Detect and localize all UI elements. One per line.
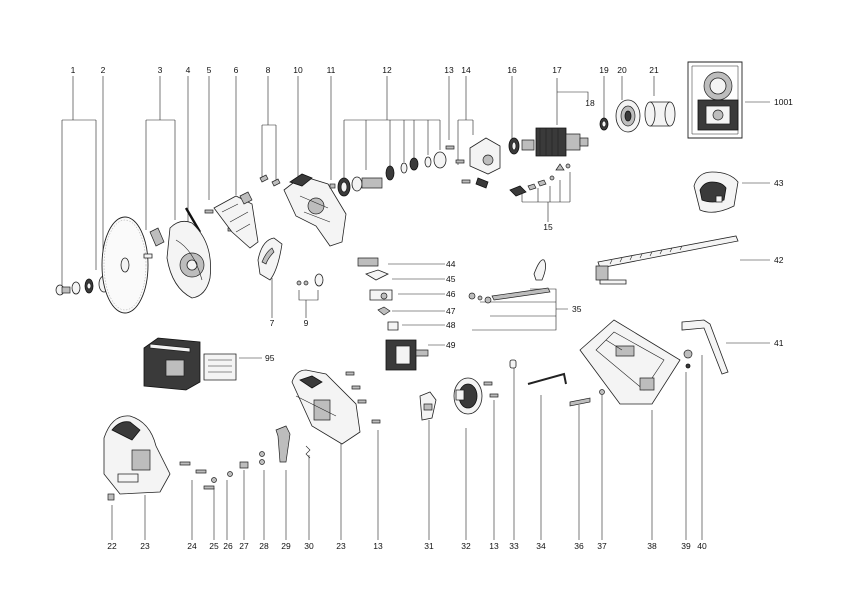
armature-17-part <box>521 127 589 157</box>
callout-49: 49 <box>446 340 456 350</box>
callout-6: 6 <box>234 65 239 75</box>
callout-31: 31 <box>424 541 434 551</box>
part-1001-box <box>687 61 743 139</box>
motor-cap-43-part <box>693 171 739 213</box>
saw-blade-part <box>101 216 149 314</box>
callout-38: 38 <box>647 541 657 551</box>
gear-housing-part <box>283 173 347 247</box>
callout-48: 48 <box>446 320 456 330</box>
brush-set-15-part <box>509 163 571 197</box>
callout-23-left: 23 <box>140 541 150 551</box>
bracket-14-part <box>469 137 501 175</box>
rail-41-part <box>681 319 729 375</box>
callout-45: 45 <box>446 274 456 284</box>
callout-26: 26 <box>223 541 233 551</box>
callout-43: 43 <box>774 178 784 188</box>
callout-40: 40 <box>697 541 707 551</box>
upper-guard-part <box>213 191 259 249</box>
callout-labels: 1 2 3 4 5 6 8 10 11 12 13 14 16 17 18 19… <box>71 65 794 551</box>
callout-32: 32 <box>461 541 471 551</box>
rod-35-part <box>468 259 551 304</box>
spring-30-part <box>305 445 311 459</box>
callout-4: 4 <box>186 65 191 75</box>
housing-32-part <box>453 377 483 415</box>
cover-7-part <box>257 237 283 281</box>
callout-46: 46 <box>446 289 456 299</box>
callout-41: 41 <box>774 338 784 348</box>
callout-14: 14 <box>461 65 471 75</box>
callout-35: 35 <box>572 304 582 314</box>
callout-5: 5 <box>207 65 212 75</box>
callout-24: 24 <box>187 541 197 551</box>
leader-lines <box>61 76 770 540</box>
callout-44: 44 <box>446 259 456 269</box>
callout-8: 8 <box>266 65 271 75</box>
callout-2: 2 <box>101 65 106 75</box>
callout-21: 21 <box>649 65 659 75</box>
callout-39: 39 <box>681 541 691 551</box>
callout-37: 37 <box>597 541 607 551</box>
callout-28: 28 <box>259 541 269 551</box>
bearing-11-part <box>329 177 351 197</box>
callout-20: 20 <box>617 65 627 75</box>
fan-20-part <box>615 99 641 133</box>
callout-29: 29 <box>281 541 291 551</box>
callout-13-right: 13 <box>489 541 499 551</box>
callout-1001: 1001 <box>774 97 793 107</box>
callout-3: 3 <box>158 65 163 75</box>
blade-screw-part <box>55 284 71 296</box>
callout-9: 9 <box>304 318 309 328</box>
lower-blade-guard-part <box>166 220 211 299</box>
callout-19: 19 <box>599 65 609 75</box>
callout-10: 10 <box>293 65 303 75</box>
callout-25: 25 <box>209 541 219 551</box>
hex-key-34-part <box>527 372 567 385</box>
parallel-guide-42-part <box>595 235 739 285</box>
screw-5-part <box>204 209 214 214</box>
callout-1: 1 <box>71 65 76 75</box>
sleeve-21-part <box>644 101 676 127</box>
lock-29-part <box>275 425 291 463</box>
callout-34: 34 <box>536 541 546 551</box>
callout-11: 11 <box>327 65 336 75</box>
shaft-assembly-part <box>351 151 447 192</box>
callout-36: 36 <box>574 541 584 551</box>
switch-group-part <box>357 257 429 371</box>
callout-15: 15 <box>543 222 553 232</box>
callout-22: 22 <box>107 541 117 551</box>
lever-part <box>143 227 165 259</box>
housing-23-right-part <box>291 369 361 445</box>
callout-95: 95 <box>265 353 275 363</box>
callout-13-mid: 13 <box>373 541 383 551</box>
pin-part <box>184 207 202 233</box>
callout-17: 17 <box>552 65 562 75</box>
parts <box>55 61 743 501</box>
callout-16: 16 <box>507 65 517 75</box>
battery-pack-part <box>143 337 237 391</box>
callout-18: 18 <box>585 98 595 108</box>
callout-23-right: 23 <box>336 541 346 551</box>
callout-27: 27 <box>239 541 249 551</box>
callout-7: 7 <box>270 318 275 328</box>
callout-13-top: 13 <box>444 65 454 75</box>
housing-23-left-part <box>103 415 171 495</box>
callout-47: 47 <box>446 306 456 316</box>
callout-42: 42 <box>774 255 784 265</box>
callout-12: 12 <box>382 65 392 75</box>
callout-33: 33 <box>509 541 519 551</box>
callout-30: 30 <box>304 541 314 551</box>
base-plate-38-part <box>579 319 681 405</box>
